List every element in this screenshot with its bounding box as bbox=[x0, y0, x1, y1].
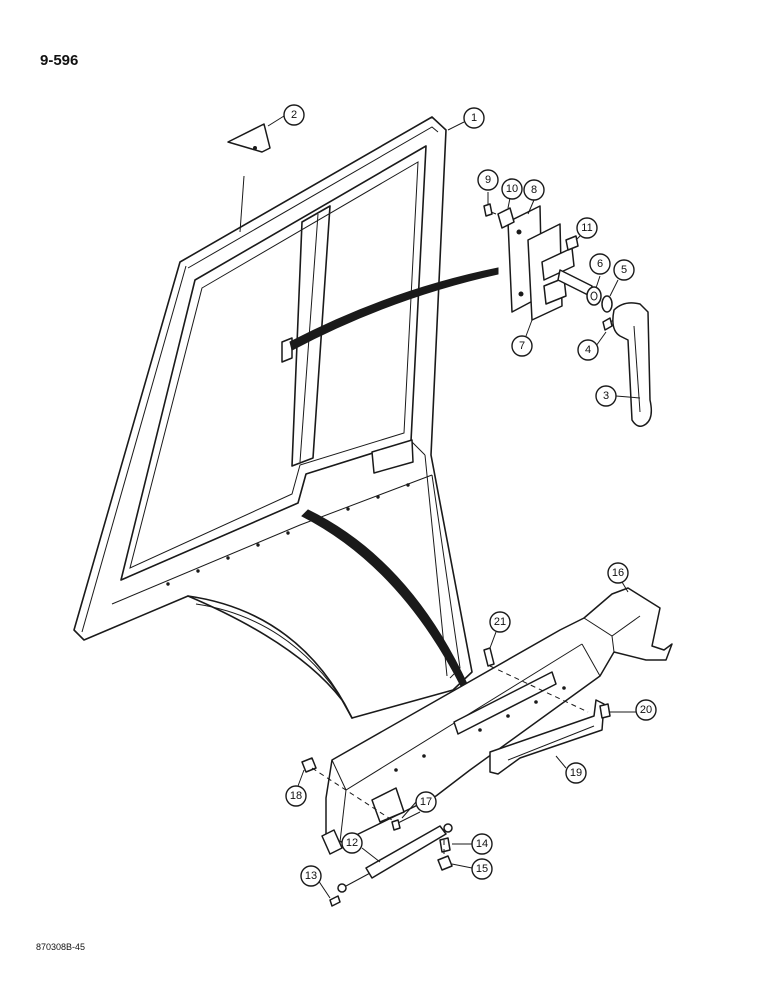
callout-19: 19 bbox=[565, 762, 587, 784]
bolt-17 bbox=[395, 811, 421, 825]
callout-11: 11 bbox=[576, 217, 598, 239]
svg-text:2: 2 bbox=[291, 109, 297, 121]
svg-text:6: 6 bbox=[597, 258, 603, 270]
svg-text:17: 17 bbox=[420, 796, 432, 808]
svg-text:19: 19 bbox=[570, 767, 582, 779]
svg-text:4: 4 bbox=[585, 344, 591, 356]
page-number: 9-596 bbox=[40, 52, 79, 69]
svg-text:11: 11 bbox=[581, 222, 592, 234]
callout-6: 6 bbox=[589, 253, 611, 275]
callout-12: 12 bbox=[341, 832, 363, 854]
svg-text:13: 13 bbox=[305, 870, 317, 882]
callout-17: 17 bbox=[415, 791, 437, 813]
callout-13: 13 bbox=[300, 865, 322, 887]
rivet-row bbox=[166, 483, 410, 586]
svg-text:16: 16 bbox=[612, 567, 624, 579]
mounting-beam bbox=[321, 587, 673, 855]
frame-arrow bbox=[301, 509, 469, 689]
callout-14: 14 bbox=[471, 833, 493, 855]
svg-text:3: 3 bbox=[603, 390, 609, 402]
callout-8: 8 bbox=[523, 179, 545, 201]
callout-16: 16 bbox=[607, 562, 629, 584]
callout-9: 9 bbox=[477, 169, 499, 191]
gas-strut bbox=[337, 823, 453, 893]
clip-13 bbox=[329, 895, 341, 907]
callout-1: 1 bbox=[463, 107, 485, 129]
svg-text:5: 5 bbox=[621, 264, 627, 276]
svg-text:1: 1 bbox=[471, 112, 477, 124]
pin-21 bbox=[483, 647, 495, 667]
callout-10: 10 bbox=[501, 178, 523, 200]
callout-4: 4 bbox=[577, 339, 599, 361]
callout-20: 20 bbox=[635, 699, 657, 721]
door-handle bbox=[612, 302, 653, 427]
nut-15 bbox=[437, 855, 453, 871]
callout-15: 15 bbox=[471, 858, 493, 880]
callout-2: 2 bbox=[283, 104, 305, 126]
door-frame bbox=[73, 116, 473, 719]
svg-text:9: 9 bbox=[485, 174, 491, 186]
svg-text:8: 8 bbox=[531, 184, 537, 196]
svg-text:18: 18 bbox=[290, 790, 302, 802]
drawing-code: 870308B-45 bbox=[36, 942, 86, 952]
callout-7: 7 bbox=[511, 335, 533, 357]
svg-text:21: 21 bbox=[494, 616, 506, 628]
callout-3: 3 bbox=[595, 385, 617, 407]
nut-18 bbox=[301, 757, 317, 773]
svg-text:14: 14 bbox=[476, 838, 488, 850]
svg-text:7: 7 bbox=[519, 340, 525, 352]
svg-text:15: 15 bbox=[476, 863, 488, 875]
stud-14 bbox=[439, 837, 451, 853]
latch-arrow bbox=[289, 267, 499, 351]
latch-assembly bbox=[483, 203, 619, 331]
callout-18: 18 bbox=[285, 785, 307, 807]
callout-21: 21 bbox=[489, 611, 511, 633]
svg-text:12: 12 bbox=[346, 837, 358, 849]
window-plate bbox=[227, 123, 271, 153]
svg-text:20: 20 bbox=[640, 704, 652, 716]
svg-text:10: 10 bbox=[506, 183, 518, 195]
callout-5: 5 bbox=[613, 259, 635, 281]
